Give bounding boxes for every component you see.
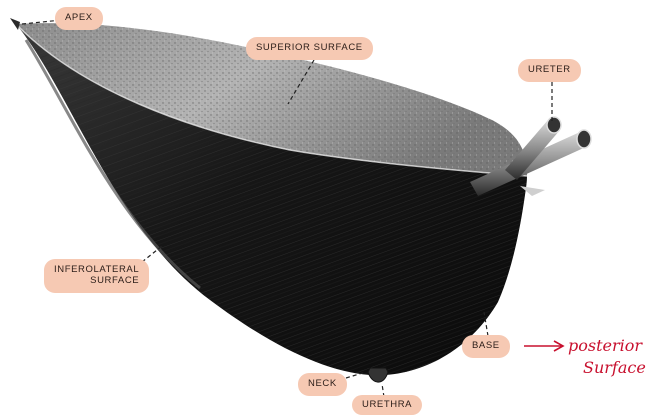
urethra-stub	[368, 368, 388, 382]
label-base: BASE	[462, 335, 510, 358]
label-inferolateral-surface: INFEROLATERAL SURFACE	[44, 259, 149, 293]
annotation-posterior: posterior	[568, 338, 642, 354]
label-inferolateral-line2: SURFACE	[54, 276, 139, 287]
label-urethra: URETHRA	[352, 395, 422, 415]
label-apex: APEX	[55, 7, 103, 30]
label-ureter: URETER	[518, 59, 581, 82]
red-arrow	[524, 341, 563, 351]
leader-inferolateral	[142, 246, 162, 262]
annotation-surface: Surface	[583, 360, 646, 376]
label-superior-surface: SUPERIOR SURFACE	[246, 37, 373, 60]
label-neck: NECK	[298, 373, 347, 396]
